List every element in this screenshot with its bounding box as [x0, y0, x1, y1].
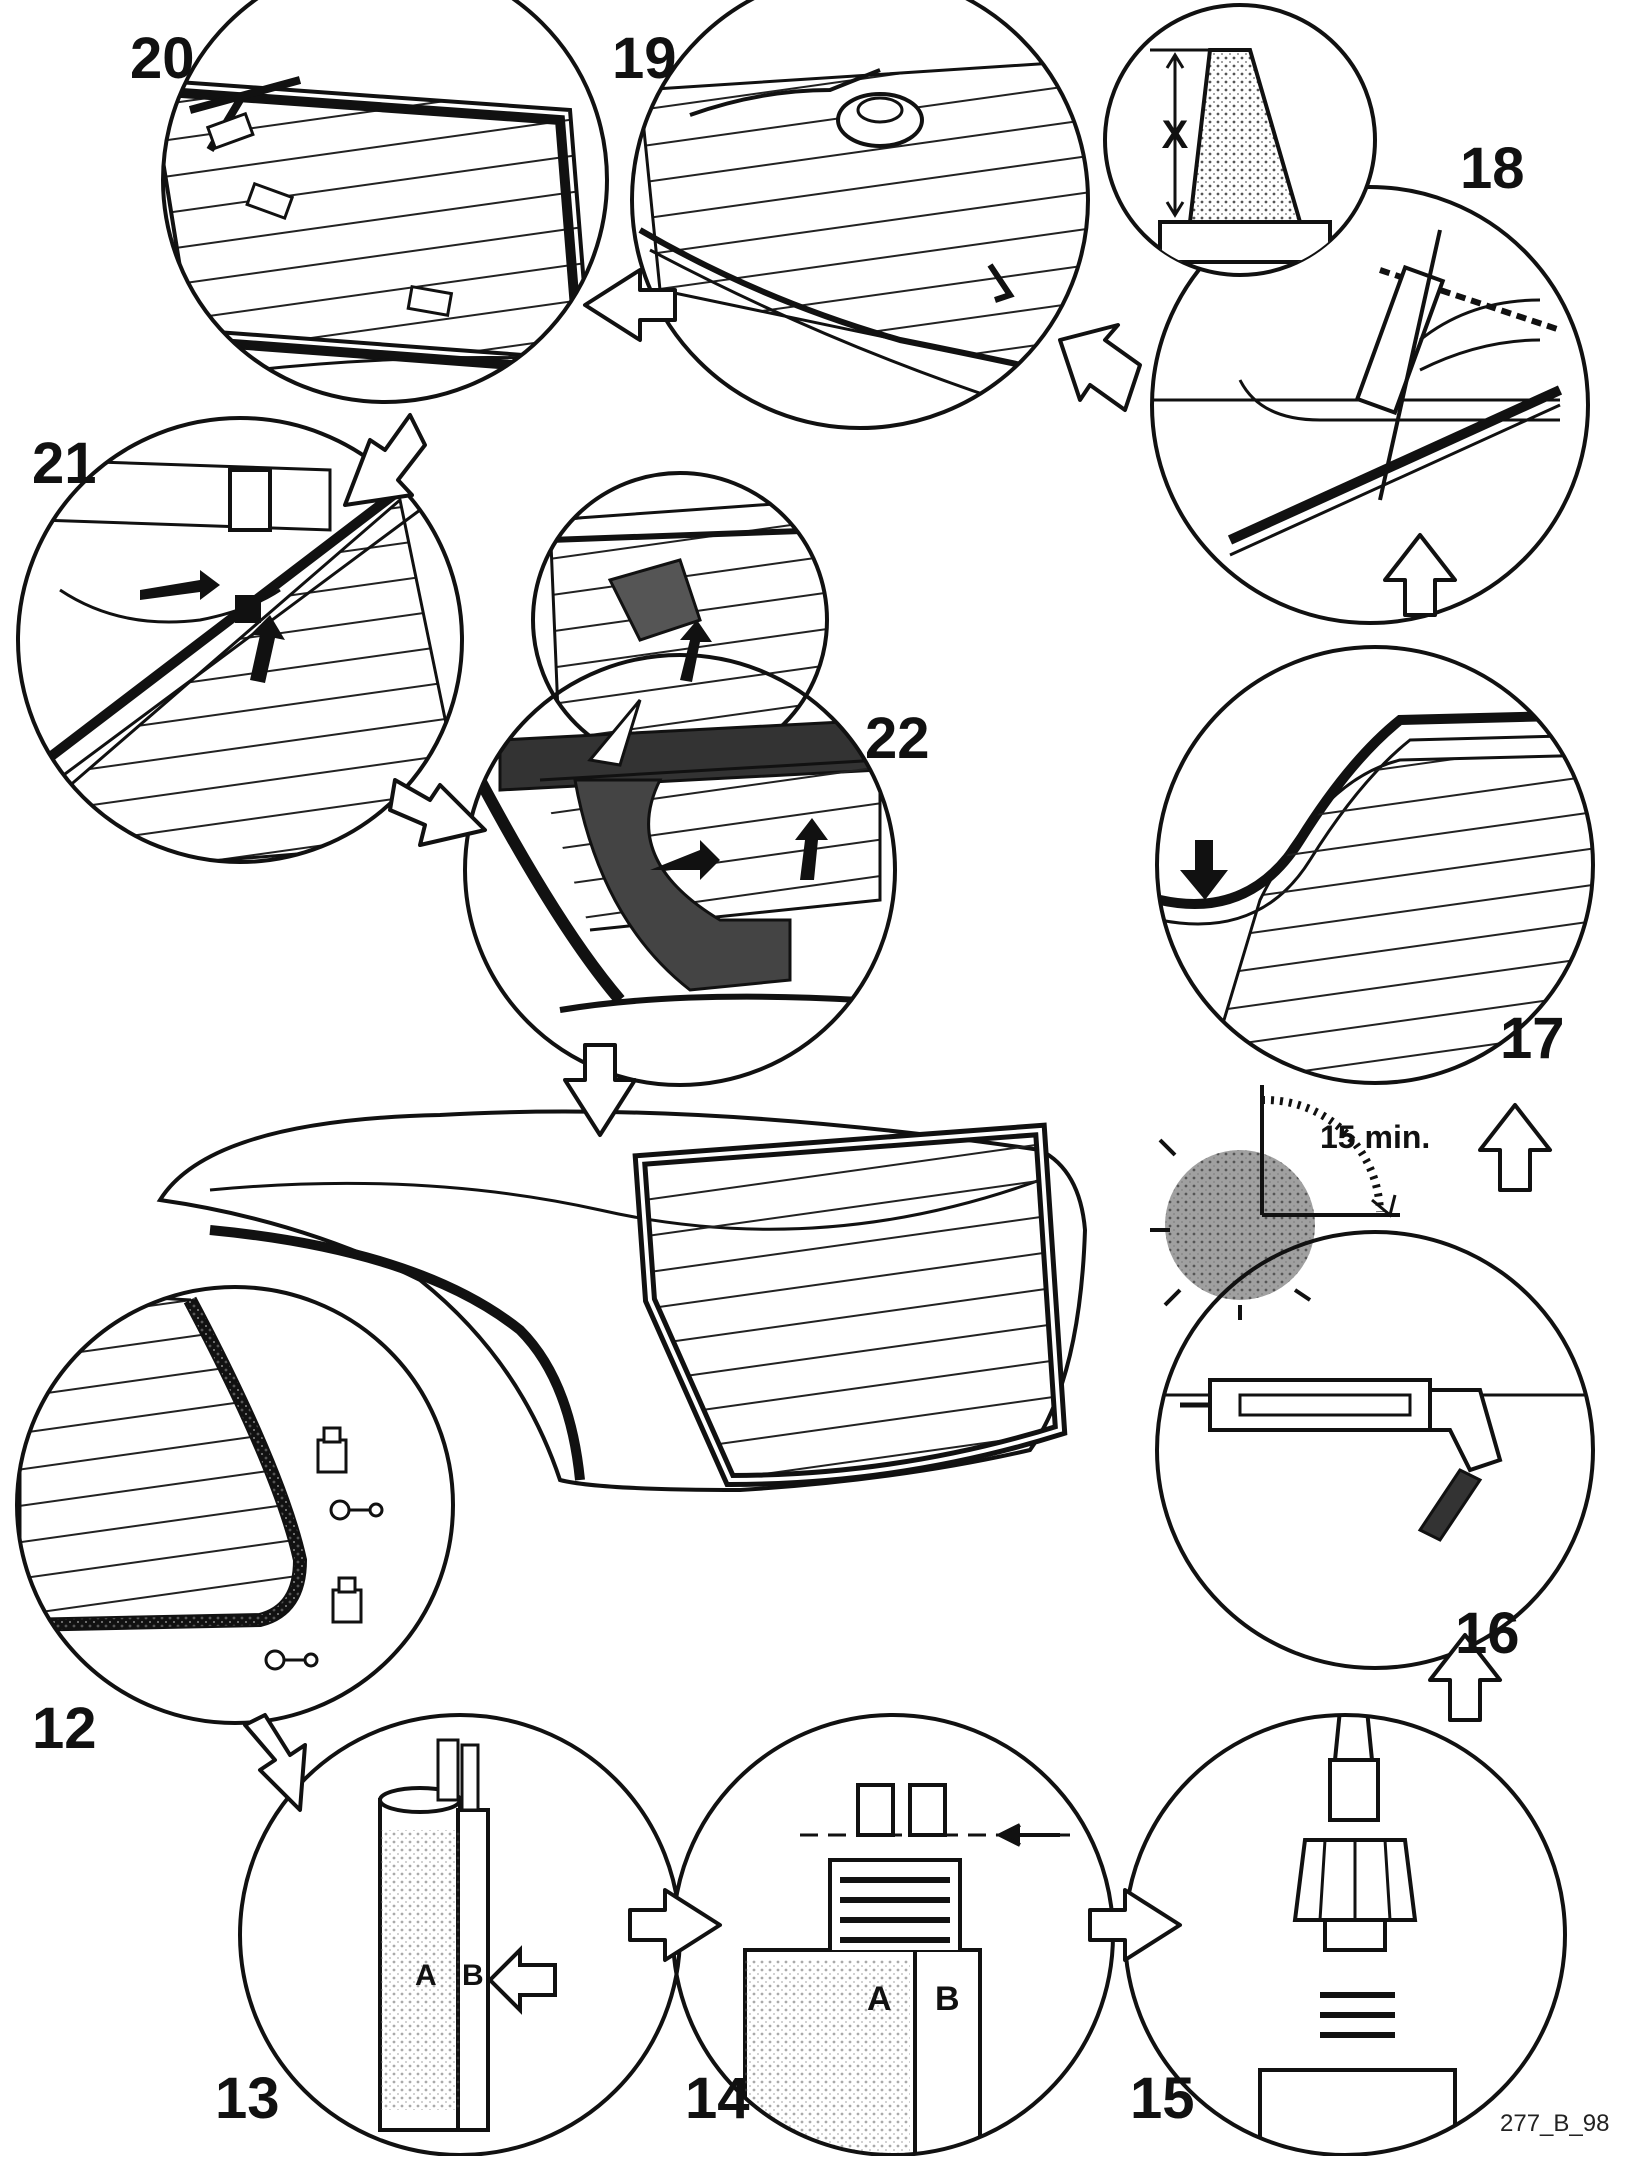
- step-label-19: 19: [612, 26, 677, 91]
- cartridge-b-label: B: [462, 1959, 484, 1992]
- step-label-13: 13: [215, 2066, 280, 2131]
- step-16-illustration: [1155, 1230, 1595, 1670]
- arrow-12-to-13: [243, 1713, 307, 1812]
- step-22-detail-illustration: [531, 471, 829, 769]
- arrow-21-to-22: [388, 778, 487, 847]
- arrow-18-to-19: [1058, 323, 1142, 412]
- arrow-22-to-roof: [563, 1043, 637, 1137]
- step-19-illustration: [630, 0, 1090, 430]
- step-17-illustration: [1155, 645, 1595, 1085]
- dimension-x-label: X: [1162, 113, 1189, 157]
- step-21-illustration: [16, 416, 464, 864]
- step-label-17: 17: [1500, 1006, 1565, 1071]
- step-label-20: 20: [130, 26, 195, 91]
- step-label-12: 12: [32, 1696, 97, 1761]
- step-label-15: 15: [1130, 2066, 1195, 2131]
- step-15-illustration: [1123, 1713, 1567, 2157]
- cartridge-a-label-14: A: [867, 1980, 892, 2018]
- step-13-illustration: A B: [238, 1713, 682, 2157]
- step-label-22: 22: [865, 706, 930, 771]
- cure-timer-illustration: 15 min.: [1150, 1085, 1430, 1320]
- car-roof-illustration: [156, 1109, 1088, 1493]
- cure-time-label: 15 min.: [1320, 1119, 1430, 1155]
- figure-reference: 277_B_98: [1500, 2110, 1610, 2137]
- flow-arrows: [243, 268, 1552, 1962]
- step-22-illustration: [463, 653, 897, 1087]
- arrow-16-to-17: [1478, 1103, 1552, 1192]
- step-label-21: 21: [32, 431, 97, 496]
- arrow-19-to-20: [583, 268, 677, 342]
- arrow-13-to-14: [628, 1888, 722, 1962]
- step-label-14: 14: [685, 2066, 750, 2131]
- step-18-illustration: X: [1103, 3, 1590, 625]
- arrow-17-to-18: [1383, 533, 1457, 617]
- arrow-15-to-16: [1428, 1633, 1502, 1722]
- step-label-16: 16: [1455, 1601, 1520, 1666]
- step-label-18: 18: [1460, 136, 1525, 201]
- cartridge-b-label-14: B: [935, 1980, 960, 2018]
- arrow-20-to-21: [343, 413, 427, 507]
- cartridge-a-label: A: [415, 1959, 437, 1992]
- step-12-illustration: [15, 1285, 455, 1725]
- arrow-14-to-15: [1088, 1888, 1182, 1962]
- step-20-illustration: [161, 0, 609, 404]
